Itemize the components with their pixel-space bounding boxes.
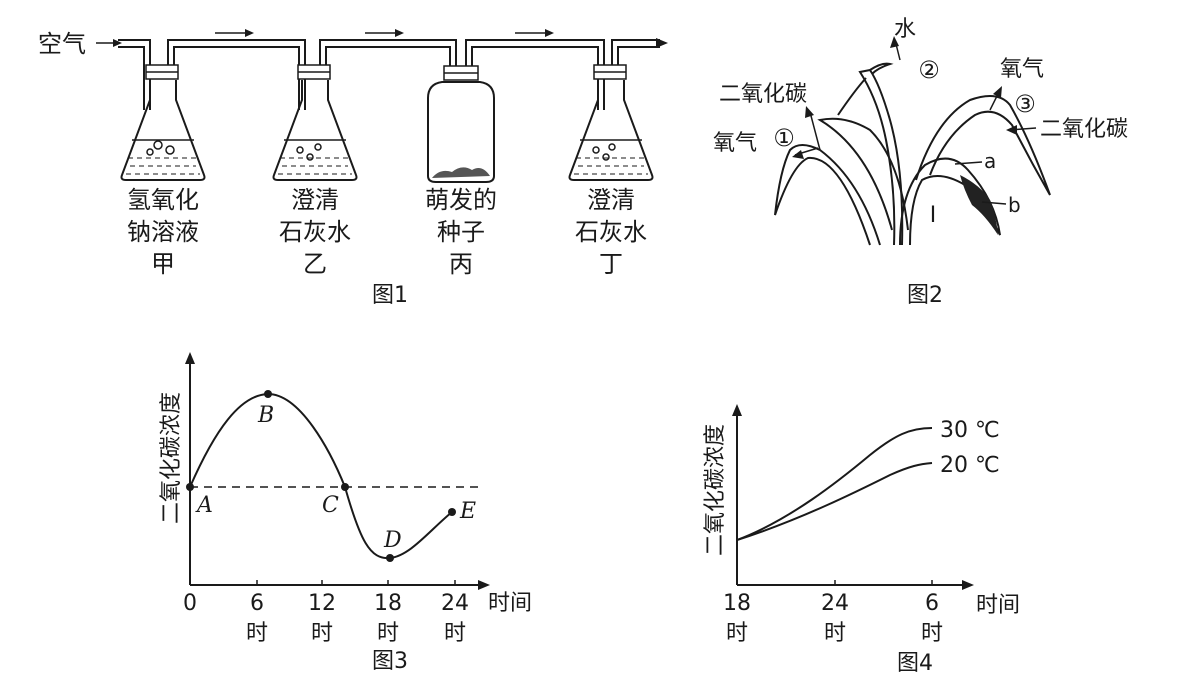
figure-3-caption: 图3 <box>372 649 408 674</box>
point-c-label: C <box>322 493 339 518</box>
dark-leaf-tip <box>960 175 998 235</box>
fig3-xunit-12: 时 <box>311 621 333 646</box>
curve-20c <box>736 462 933 541</box>
flow-arrows <box>215 29 554 37</box>
flask-jia-label-3: 甲 <box>151 250 175 278</box>
jar-bing-label-2: 种子 <box>437 218 485 246</box>
label-a: a <box>984 149 996 173</box>
marker-1: ① <box>773 124 795 152</box>
air-label: 空气 <box>38 30 86 58</box>
fig3-xunit-24: 时 <box>444 621 466 646</box>
fig4-ticks <box>834 580 933 585</box>
fig2-arrows <box>792 36 1037 159</box>
label-o2-left: 氧气 <box>713 131 757 156</box>
tube-bing-ding <box>465 39 605 110</box>
series-label-30c: 30 ℃ <box>940 418 1000 443</box>
fig4-xtick-24: 24 <box>821 591 849 616</box>
fig4-xunit-18: 时 <box>726 621 748 646</box>
marker-2: ② <box>918 56 940 84</box>
fig3-xtick-24: 24 <box>441 591 469 616</box>
flask-ding-label-2: 石灰水 <box>575 218 647 246</box>
label-co2-right: 二氧化碳 <box>1040 117 1128 142</box>
jar-bing-label-1: 萌发的 <box>425 186 497 214</box>
point-d <box>386 554 394 562</box>
point-a-label: A <box>195 493 213 518</box>
fig3-curve <box>189 392 453 560</box>
jar-bing-label-3: 丙 <box>449 250 473 278</box>
fig4-xunit-24: 时 <box>824 621 846 646</box>
fig3-x-label: 时间 <box>488 591 532 616</box>
fig3-xunit-18: 时 <box>377 621 399 646</box>
point-b <box>264 390 272 398</box>
fig4-x-label: 时间 <box>976 593 1020 618</box>
flask-yi-label-2: 石灰水 <box>279 218 351 246</box>
flask-ding-label-3: 丁 <box>599 250 623 278</box>
figure-3: A B C D E 0 6 12 18 24 时 时 时 时 时间 二氧化碳浓度… <box>159 352 532 674</box>
fig3-y-label: 二氧化碳浓度 <box>159 392 184 524</box>
flask-ding <box>568 64 654 181</box>
point-e <box>448 508 456 516</box>
flask-labels: 氢氧化 钠溶液 甲 澄清 石灰水 乙 萌发的 种子 丙 澄清 石灰水 丁 <box>127 186 647 278</box>
flask-yi <box>272 64 358 181</box>
fig4-y-label: 二氧化碳浓度 <box>703 424 728 556</box>
label-co2-left: 二氧化碳 <box>719 82 807 107</box>
figure-2-caption: 图2 <box>907 283 943 308</box>
label-water: 水 <box>894 17 916 42</box>
label-o2-right: 氧气 <box>1000 57 1044 82</box>
fig4-xunit-6: 时 <box>921 621 943 646</box>
tube-jia-yi <box>167 39 306 110</box>
label-b: b <box>1008 193 1021 217</box>
point-e-label: E <box>459 499 476 524</box>
figure-1-caption: 图1 <box>372 283 408 308</box>
figure-1: 空气 <box>38 29 668 308</box>
figure-4: 30 ℃ 20 ℃ 18 24 6 时 时 时 时间 二氧化碳浓度 图4 <box>703 404 1020 676</box>
flask-yi-label-3: 乙 <box>303 250 327 278</box>
label-roman-1: I <box>930 203 937 228</box>
fig4-xtick-18: 18 <box>723 591 751 616</box>
flask-yi-label-1: 澄清 <box>291 186 339 214</box>
point-c <box>341 483 349 491</box>
fig3-xtick-6: 6 <box>250 591 264 616</box>
flask-ding-label-1: 澄清 <box>587 186 635 214</box>
fig3-ticks <box>256 580 456 585</box>
seeds <box>432 167 490 178</box>
fig3-xunit-6: 时 <box>246 621 268 646</box>
point-b-label: B <box>257 403 274 428</box>
fig3-xtick-18: 18 <box>374 591 402 616</box>
flask-jia <box>120 64 206 181</box>
marker-3: ③ <box>1014 90 1036 118</box>
fig4-xtick-6: 6 <box>925 591 939 616</box>
plant-drawing <box>774 62 1051 246</box>
tube-yi-bing <box>319 39 457 80</box>
curve-30c <box>736 427 933 541</box>
tube-in-jia <box>118 39 151 110</box>
point-d-label: D <box>383 528 402 553</box>
flask-jia-label-2: 钠溶液 <box>127 218 199 246</box>
jar-bing <box>427 65 495 183</box>
flask-jia-label-1: 氢氧化 <box>127 186 199 214</box>
figure-4-caption: 图4 <box>897 651 933 676</box>
point-a <box>186 483 194 491</box>
series-label-20c: 20 ℃ <box>940 453 1000 478</box>
fig3-xtick-0: 0 <box>183 591 197 616</box>
figure-2: 水 ② 二氧化碳 氧气 ① 氧气 ③ 二氧化碳 a b I 图2 <box>713 17 1128 308</box>
fig3-xtick-12: 12 <box>308 591 336 616</box>
